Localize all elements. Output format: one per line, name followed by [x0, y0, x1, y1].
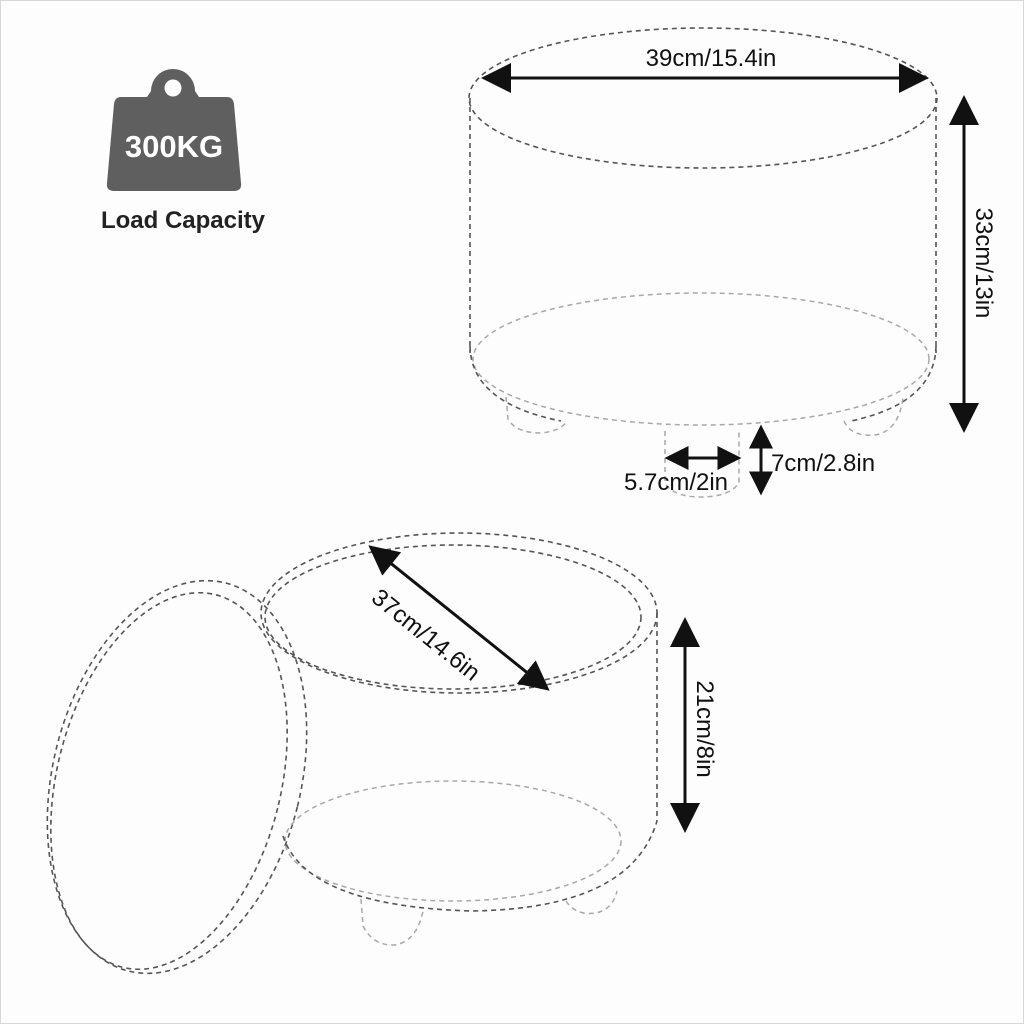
top-diameter-label: 39cm/15.4in — [646, 45, 777, 72]
inner-depth-label: 21cm/8in — [691, 680, 718, 777]
closed-ottoman-leg-right — [843, 396, 904, 436]
open-ottoman-leg-front — [360, 898, 424, 946]
open-ottoman-base — [284, 780, 622, 902]
closed-ottoman-bottom-right-curve — [850, 345, 937, 422]
height-label: 33cm/13in — [970, 208, 997, 319]
inner-diameter-label: 37cm/14.6in — [366, 584, 485, 687]
closed-ottoman-top-rim — [468, 27, 938, 169]
closed-ottoman-bottom-left-curve — [469, 345, 562, 422]
leg-height-label: 7cm/2.8in — [771, 450, 875, 477]
weight-hole — [164, 79, 182, 97]
inner-diameter-arrow — [368, 545, 550, 691]
load-capacity-caption: Load Capacity — [100, 207, 266, 234]
closed-ottoman-leg-left — [505, 396, 568, 434]
closed-ottoman-base — [472, 292, 930, 426]
lid-inner-rim — [50, 591, 288, 971]
leg-width-label: 5.7cm/2in — [624, 469, 728, 496]
open-ottoman-leg-right — [565, 890, 618, 915]
open-ottoman-inner-rim — [264, 544, 642, 690]
lid-outer-rim — [46, 579, 308, 975]
weight-icon: 300KG — [106, 69, 242, 191]
weight-label: 300KG — [125, 129, 223, 164]
open-ottoman-drawing — [46, 532, 658, 975]
open-ottoman-bottom-curve — [282, 820, 658, 912]
closed-ottoman-leg-front — [664, 431, 740, 498]
weight-body-shape — [106, 69, 242, 191]
closed-ottoman-drawing — [468, 27, 938, 498]
